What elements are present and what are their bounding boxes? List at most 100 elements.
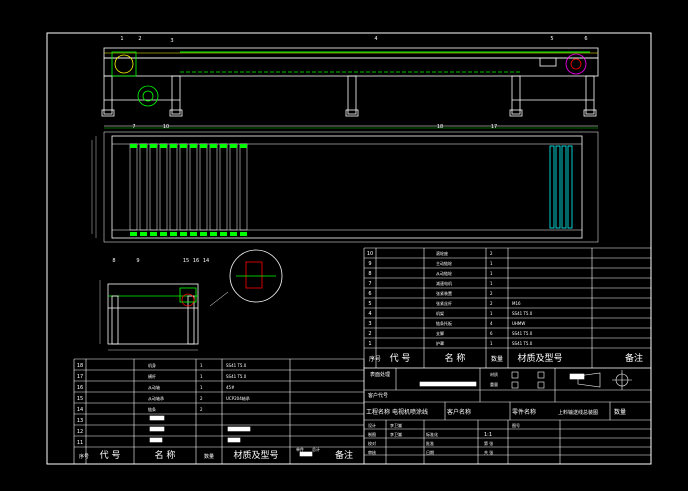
left-bom-qty: 1 [200,374,203,379]
right-bom-spec: SS41 T5.0 [512,341,533,346]
title-scale: 1:1 [484,432,492,438]
left-bom-qty: 1 [200,363,203,368]
right-bom-no: 9 [368,261,371,267]
right-bom-no: 4 [368,311,371,317]
right-bom-qty: 2 [490,301,493,306]
right-bom-no: 3 [368,321,371,327]
right-bom-qty: 6 [490,331,493,336]
title-material-label: 材质 [490,371,498,377]
left-bom-qty: 1 [200,385,203,390]
right-bom-header-code: 代 号 [390,353,411,364]
title-block [363,367,652,465]
right-bom-qty: 2 [490,251,493,256]
right-bom-spec: M16 [512,301,521,306]
callout-10: 10 [163,124,169,130]
left-bom-header-qty: 数量 [204,453,214,460]
slat-bottom-mark [160,232,167,236]
detail-circle-view [209,249,283,307]
title-review-label: 审核 [368,449,376,455]
slat-bottom-mark [130,232,137,236]
filled-placeholder [299,451,313,457]
title-customer-code-label: 客户代号 [368,392,388,399]
filled-placeholder [149,415,165,421]
slat-bottom-mark [230,232,237,236]
slat-top-mark [210,144,217,148]
left-bom-header-code: 代 号 [100,450,121,461]
right-bom-qty: 2 [490,291,493,296]
slat-bottom-mark [170,232,177,236]
right-bom-header-material: 材质及型号 [517,352,562,364]
title-designer: 李卫嵩 [390,422,402,428]
left-bom-total-weight: 总计 [312,446,320,452]
side-elevation-view [101,47,599,129]
slat-top-mark [190,144,197,148]
callout-3: 3 [170,38,173,44]
right-bom-name: 张紧丝杆 [436,300,452,306]
callout-6: 6 [584,36,587,42]
left-bom-header-note: 备注 [335,449,353,461]
title-block-text: 表面处理客户代号工程名称电视机喷涂线客户名称零件名称上料输送线总装图数量材质重量… [366,371,626,455]
left-bom-header-name: 名 称 [155,449,176,461]
right-bom-qty: 1 [490,311,493,316]
title-surface-label: 表面处理 [370,371,390,378]
title-sheet-label: 图号 [512,422,520,428]
filled-placeholder [227,426,251,432]
plan-slat-cyan [549,145,555,229]
slat-bottom-mark [190,232,197,236]
title-design-label: 设计 [368,422,376,428]
filled-placeholder [149,437,163,443]
slat-top-mark [230,144,237,148]
title-project-name: 电视机喷涂线 [392,408,428,416]
title-customer-label: 客户名称 [447,408,471,416]
title-drafter: 李卫嵩 [390,431,402,437]
slat-bottom-mark [220,232,227,236]
right-bom-header-name: 名 称 [445,352,466,364]
slat-top-mark [220,144,227,148]
right-bom-no: 6 [368,291,371,297]
slat-bottom-mark [180,232,187,236]
title-check-label: 校对 [368,440,376,446]
slat-top-mark [130,144,137,148]
right-bom-name: 机架 [436,310,444,316]
end-section-view [99,280,199,351]
right-bom-name: 主动链轮 [436,260,452,266]
right-bom-no: 2 [368,331,371,337]
title-weight-label: 重量 [490,381,498,387]
slat-top-mark [150,144,157,148]
right-bom-no: 7 [368,281,371,287]
title-approve-label: 批准 [426,440,434,446]
right-bom-no: 8 [368,271,371,277]
right-bom-qty: 4 [490,321,493,326]
right-bom-no: 1 [368,341,371,347]
callout-2: 2 [138,36,141,42]
left-bom-table [73,358,365,465]
slat-bottom-mark [150,232,157,236]
left-bom-header-material: 材质及型号 [233,449,278,461]
callout-7: 7 [132,124,135,130]
plan-slat-cyan [555,145,561,229]
slat-top-mark [160,144,167,148]
right-bom-qty: 1 [490,261,493,266]
title-std-label: 标准化 [426,431,438,437]
right-bom-name: 减速电机 [436,280,452,286]
right-bom-header-qty: 数量 [491,355,503,363]
title-drawing-title: 上料输送线总装图 [558,409,598,416]
left-bom-spec: 45# [226,385,235,390]
title-part-label: 零件名称 [512,408,536,416]
left-bom-no: 15 [77,396,83,402]
left-bom-spec: SS41 T5.0 [226,363,247,368]
callout-5: 5 [550,36,553,42]
right-bom-qty: 1 [490,271,493,276]
left-bom-no: 17 [77,374,83,380]
title-qty-label: 数量 [614,408,626,416]
callout-1: 1 [120,36,123,42]
plan-view-slats [129,143,573,236]
right-bom-name: 从动链轮 [436,270,452,276]
slat-top-mark [140,144,147,148]
callout-14: 14 [203,258,209,264]
title-pages: 共 张 [484,449,493,455]
